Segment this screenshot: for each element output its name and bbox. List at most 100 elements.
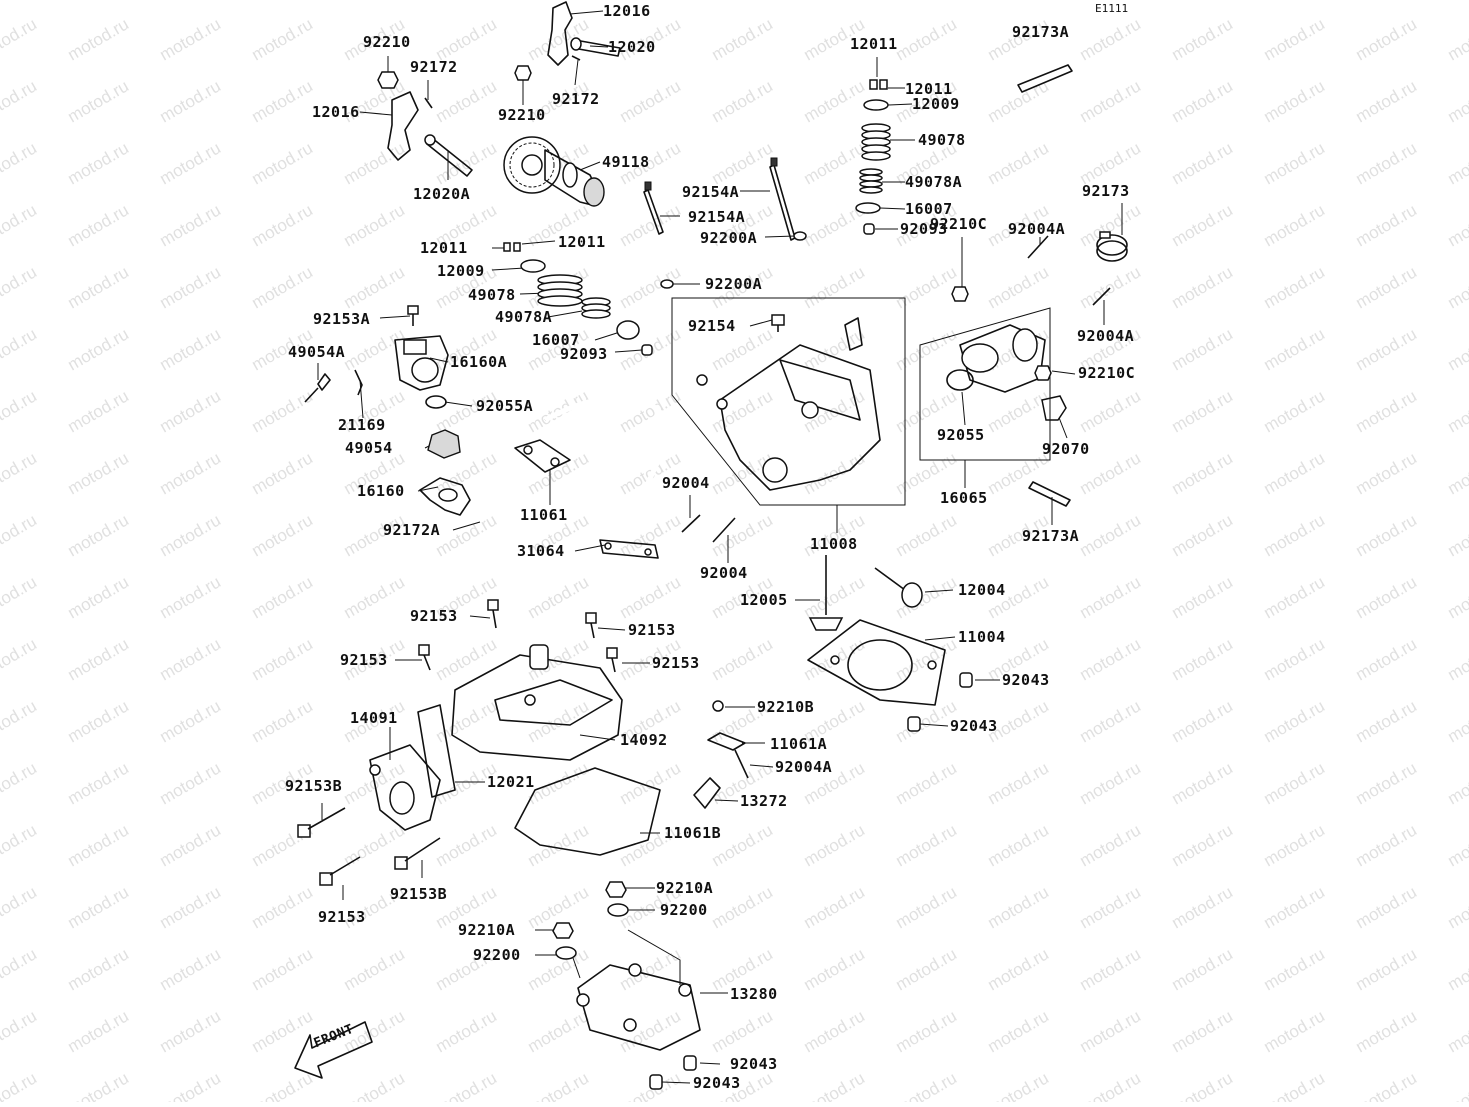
watermark-text: motod.ru (984, 386, 1052, 436)
watermark-text: motod.ru (800, 1068, 868, 1102)
watermark-text: motod.ru (64, 882, 132, 932)
watermark-text: motod.ru (64, 14, 132, 64)
watermark-text: motod.ru (156, 0, 224, 2)
watermark-text: motod.ru (0, 448, 40, 498)
watermark-text: motod.ru (1168, 510, 1236, 560)
watermark-text: motod.ru (248, 0, 316, 2)
watermark-text: motod.ru (156, 262, 224, 312)
watermark-text: motod.ru (1260, 448, 1328, 498)
watermark-text: motod.ru (1168, 0, 1236, 2)
watermark-text: motod.ru (984, 882, 1052, 932)
thermostat-icon (427, 429, 461, 459)
watermark-text: motod.ru (156, 1006, 224, 1056)
watermark-text: motod.ru (432, 0, 500, 2)
part-label-13280: 13280 (730, 985, 778, 1003)
part-label-92200: 92200 (473, 946, 521, 964)
part-label-92210a: 92210A (458, 921, 516, 939)
watermark-text: motod.ru (892, 820, 960, 870)
part-label-92153: 92153 (628, 621, 676, 639)
watermark-text: motod.ru (1352, 572, 1420, 622)
part-label-92070: 92070 (1042, 440, 1090, 458)
nut-icon (552, 286, 1052, 939)
watermark-text: motod.ru (1260, 1068, 1328, 1102)
part-label-12005: 12005 (740, 591, 788, 609)
watermark-text: motod.ru (616, 572, 684, 622)
watermark-text: motod.ru (892, 14, 960, 64)
part-label-12016: 12016 (312, 103, 360, 121)
watermark-text: motod.ru (1444, 572, 1469, 622)
watermark-text: motod.ru (1444, 882, 1469, 932)
watermark-text: motod.ru (1260, 944, 1328, 994)
watermark-text: motod.ru (156, 944, 224, 994)
part-label-16160a: 16160A (450, 353, 508, 371)
watermark-text: motod.ru (708, 14, 776, 64)
part-label-12016: 12016 (603, 2, 651, 20)
watermark-text: motod.ru (1352, 200, 1420, 250)
watermark-text: motod.ru (1444, 944, 1469, 994)
watermark-text: motod.ru (984, 944, 1052, 994)
watermark-text: motod.ru (64, 138, 132, 188)
watermark-text: motod.ru (1352, 0, 1420, 2)
watermark-text: motod.ru (1076, 820, 1144, 870)
part-label-92172: 92172 (410, 58, 458, 76)
watermark-text: motod.ru (1260, 758, 1328, 808)
part-label-12011: 12011 (905, 80, 953, 98)
hose-clamp-icon (1096, 231, 1128, 262)
part-label-49078a: 49078A (495, 308, 553, 326)
watermark-text: motod.ru (156, 200, 224, 250)
watermark-text: motod.ru (1076, 76, 1144, 126)
watermark-text: motod.ru (800, 0, 868, 2)
o-ring-icon (425, 369, 974, 409)
watermark-text: motod.ru (0, 510, 40, 560)
watermark-text: motod.ru (800, 572, 868, 622)
retainer-icon (520, 99, 889, 273)
watermark-text: motod.ru (340, 572, 408, 622)
watermark-text: motod.ru (248, 386, 316, 436)
part-label-92055: 92055 (937, 426, 985, 444)
part-label-92153a: 92153A (313, 310, 371, 328)
gasket-icon (514, 767, 661, 856)
watermark-text: motod.ru (524, 1006, 592, 1056)
part-label-49118: 49118 (602, 153, 650, 171)
watermark-text: motod.ru (892, 0, 960, 2)
part-label-92055a: 92055A (476, 397, 534, 415)
watermark-text: motod.ru (1444, 138, 1469, 188)
watermark-text: motod.ru (892, 1068, 960, 1102)
watermark-text: motod.ru (1076, 262, 1144, 312)
part-label-12011: 12011 (420, 239, 468, 257)
watermark-text: motod.ru (1352, 634, 1420, 684)
watermark-text: motod.ru (0, 0, 40, 2)
watermark-text: motod.ru (1076, 1006, 1144, 1056)
part-label-12011: 12011 (558, 233, 606, 251)
watermark-text: motod.ru (1168, 758, 1236, 808)
watermark-text: motod.ru (1444, 1068, 1469, 1102)
camshaft-icon (503, 136, 605, 207)
watermark-text: motod.ru (248, 448, 316, 498)
watermark-text: motod.ru (0, 386, 40, 436)
watermark-text: motod.ru (1168, 76, 1236, 126)
watermark-text: motod.ru (892, 1006, 960, 1056)
front-arrow-icon (294, 1021, 373, 1079)
part-label-92093: 92093 (560, 345, 608, 363)
leader-lines (317, 10, 1123, 1084)
watermark-text: motod.ru (1444, 14, 1469, 64)
watermark-text: motod.ru (800, 944, 868, 994)
part-label-92004a: 92004A (1077, 327, 1135, 345)
watermark-text: motod.ru (1444, 262, 1469, 312)
watermark-text: motod.ru (1444, 200, 1469, 250)
part-label-92153b: 92153B (390, 885, 448, 903)
watermark-text: motod.ru (1260, 14, 1328, 64)
holder-icon (576, 963, 701, 1051)
watermark-text: motod.ru (616, 262, 684, 312)
watermark-text: motod.ru (524, 572, 592, 622)
watermark-text: motod.ru (1168, 572, 1236, 622)
watermark-text: motod.ru (984, 1006, 1052, 1056)
washer-icon (555, 231, 807, 960)
watermark-text: motod.ru (0, 14, 40, 64)
watermark-text: motod.ru (1260, 0, 1328, 2)
watermark-text: motod.ru (1260, 572, 1328, 622)
watermark-text: motod.ru (156, 386, 224, 436)
watermark-text: motod.ru (524, 0, 592, 2)
watermark-text: motod.ru (800, 1006, 868, 1056)
